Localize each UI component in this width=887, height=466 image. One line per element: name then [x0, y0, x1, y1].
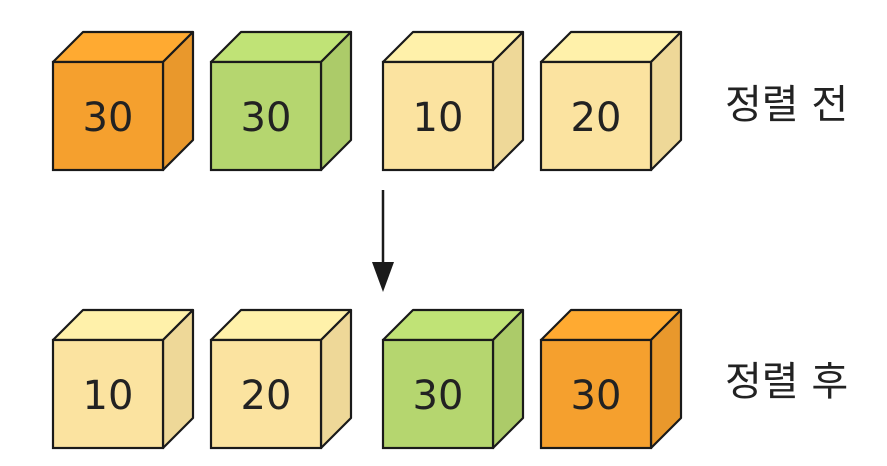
- cube-front-face: [51, 60, 165, 172]
- cube-front-face: [539, 60, 653, 172]
- cube-value: 30: [571, 373, 622, 419]
- cube-front-face: [539, 338, 653, 450]
- cube-2: 30: [209, 30, 353, 172]
- cube-value: 20: [571, 95, 622, 141]
- cube-value: 20: [241, 373, 292, 419]
- cube-2: 20: [209, 308, 353, 450]
- cube-value: 10: [83, 373, 134, 419]
- down-arrow-icon: [372, 190, 394, 292]
- row-label-after: 정렬 후: [725, 359, 848, 405]
- cube-4: 30: [539, 308, 683, 450]
- cube-value: 30: [83, 95, 134, 141]
- cube-front-face: [209, 60, 323, 172]
- row-after-sort: 10 20 30 30: [51, 308, 683, 450]
- cube-front-face: [381, 338, 495, 450]
- row-before-sort: 30 30 10 20: [51, 30, 683, 172]
- cube-4: 20: [539, 30, 683, 172]
- cube-front-face: [209, 338, 323, 450]
- cube-front-face: [381, 60, 495, 172]
- cube-1: 30: [51, 30, 195, 172]
- cube-value: 30: [241, 95, 292, 141]
- cube-3: 10: [381, 30, 525, 172]
- cube-3: 30: [381, 308, 525, 450]
- row-label-before: 정렬 전: [725, 82, 848, 128]
- cube-front-face: [51, 338, 165, 450]
- cube-value: 30: [413, 373, 464, 419]
- cube-1: 10: [51, 308, 195, 450]
- cube-value: 10: [413, 95, 464, 141]
